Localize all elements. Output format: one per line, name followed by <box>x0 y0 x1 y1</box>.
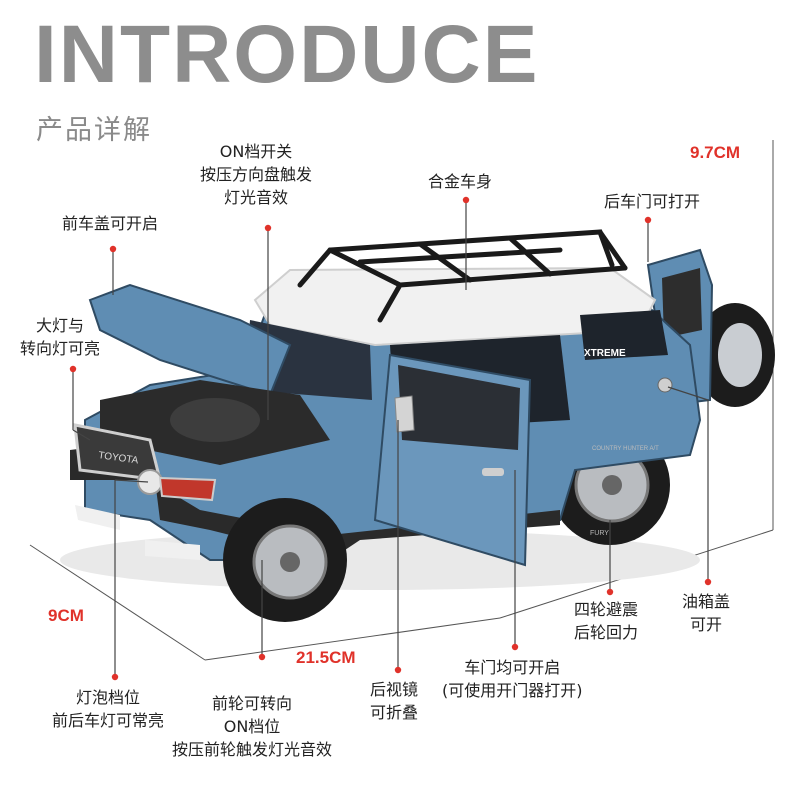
tire-text: COUNTRY HUNTER A/T <box>592 446 659 452</box>
callout-leaders <box>72 203 709 675</box>
callout-headlights: 大灯与转向灯可亮 <box>20 316 101 359</box>
front-wheel <box>223 498 347 622</box>
dimension-frame <box>29 140 774 661</box>
hood-open <box>88 283 292 397</box>
dimension-height: 9.7CM <box>690 143 741 162</box>
callout-bulb-gear: 灯泡档位前后车灯可常亮 <box>52 688 165 731</box>
fuel-cap <box>657 377 673 393</box>
side-mirror <box>394 395 415 433</box>
callout-hood: 前车盖可开启 <box>62 214 159 233</box>
callout-dots <box>69 196 712 681</box>
callout-suspension: 四轮避震后轮回力 <box>574 600 639 643</box>
side-badge: XTREME <box>584 348 626 359</box>
callout-doors: 车门均可开启(可使用开门器打开) <box>442 658 583 701</box>
callout-mirror: 后视镜可折叠 <box>370 680 419 723</box>
roof-rack <box>297 229 628 323</box>
callout-rear-door: 后车门可打开 <box>604 192 701 211</box>
tire-brand: FURY <box>590 530 609 537</box>
callout-fuel-cap: 油箱盖可开 <box>682 592 731 635</box>
callout-on-switch: ON档开关按压方向盘触发灯光音效 <box>200 142 313 208</box>
callout-alloy-body: 合金车身 <box>428 172 493 191</box>
page-title: INTRODUCE <box>34 9 540 100</box>
spare-tire <box>695 303 775 407</box>
dimension-length: 21.5CM <box>296 648 356 667</box>
page-subtitle: 产品详解 <box>36 115 152 146</box>
toy-car <box>70 229 775 622</box>
turn-signal <box>158 476 217 502</box>
dimension-width: 9CM <box>48 606 84 625</box>
